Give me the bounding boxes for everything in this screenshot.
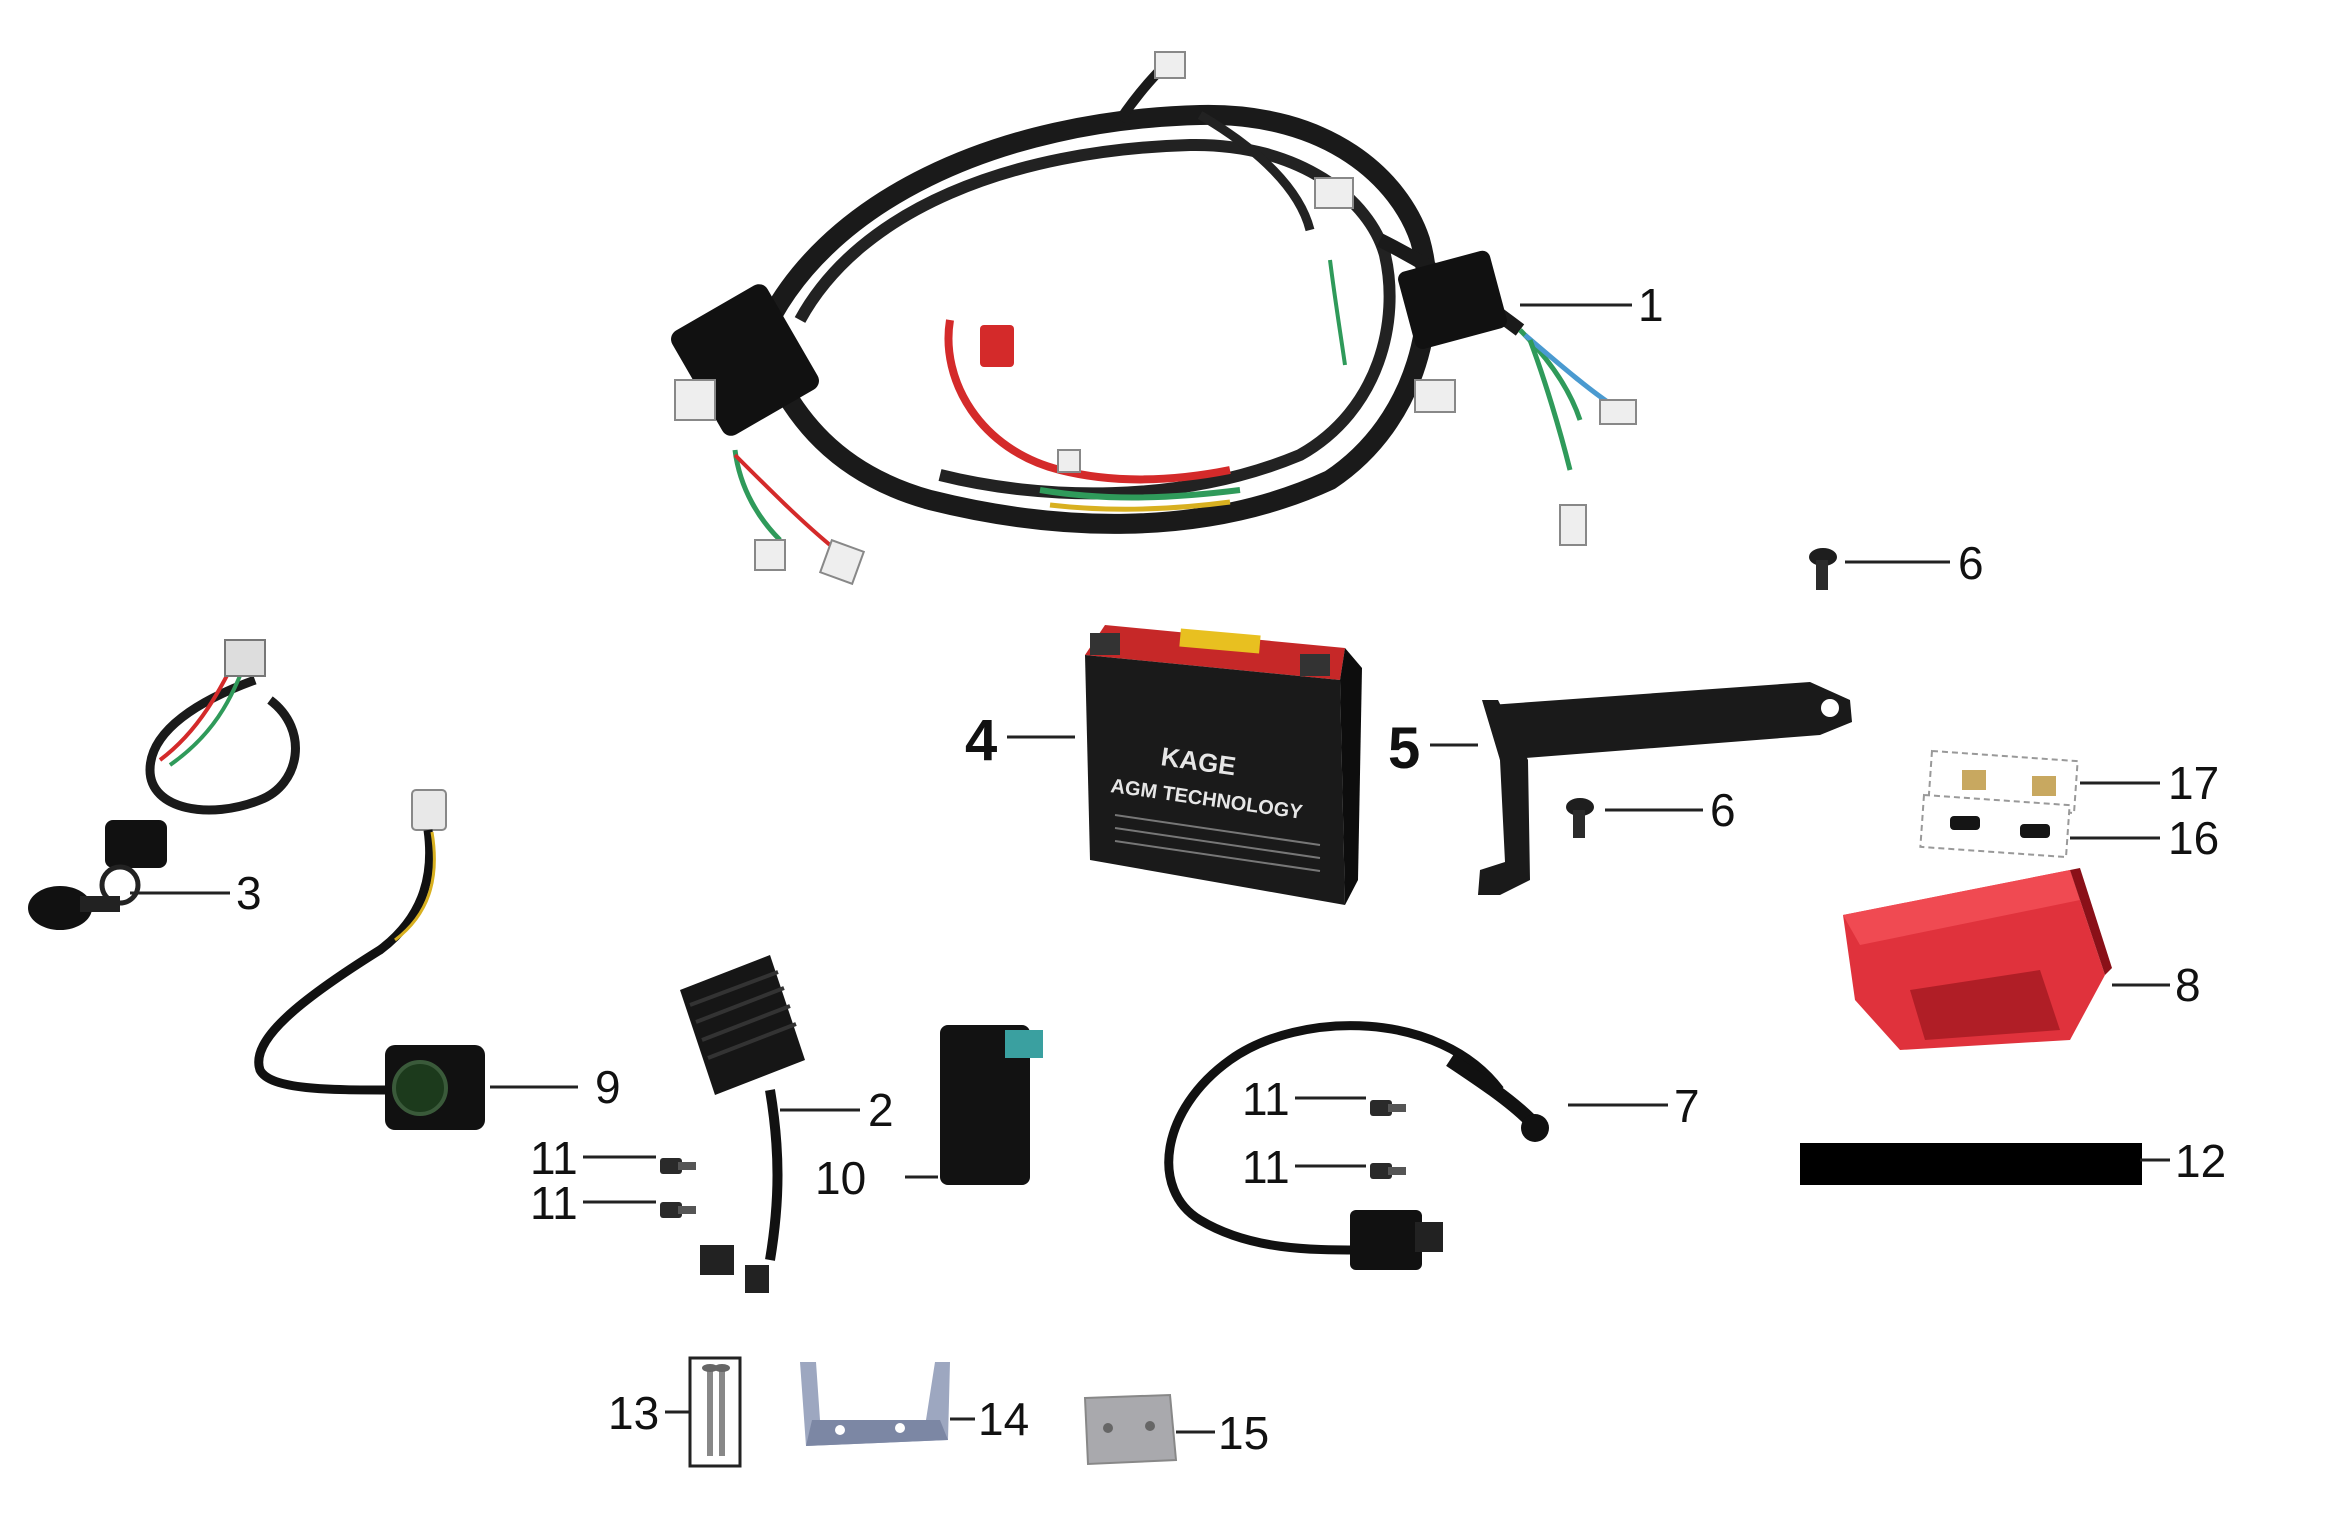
- callout-11-left-a: 11: [530, 1132, 578, 1184]
- screw-11-right-b: [1370, 1163, 1406, 1179]
- callout-7: 7: [1674, 1080, 1700, 1132]
- metal-plate: [1083, 1393, 1178, 1466]
- black-tape-strip: [1800, 1143, 2142, 1185]
- callout-16: 16: [2168, 812, 2220, 864]
- callout-11-right-a: 11: [1242, 1073, 1290, 1125]
- callout-8: 8: [2175, 959, 2201, 1011]
- callout-3: 3: [236, 867, 262, 919]
- ignition-switch: [28, 639, 300, 930]
- battery: KAGE AGM TECHNOLOGY: [1085, 625, 1362, 905]
- rivets: [688, 1356, 742, 1468]
- callout-2: 2: [868, 1084, 894, 1136]
- callout-5: 5: [1388, 716, 1421, 781]
- screw-11-left-a: [660, 1158, 696, 1174]
- screw-11-left-b: [660, 1202, 696, 1218]
- callout-12: 12: [2175, 1135, 2227, 1187]
- callout-11-left-b: 11: [530, 1177, 578, 1229]
- wiring-harness: [671, 51, 1637, 586]
- sensor-with-cable: [254, 789, 485, 1130]
- ignition-coil: [1164, 1021, 1549, 1270]
- callout-17: 17: [2168, 757, 2220, 809]
- bolt-6-middle: [1566, 798, 1594, 838]
- cdi-unit: [940, 1025, 1043, 1185]
- callout-1: 1: [1638, 279, 1664, 331]
- callout-6-middle: 6: [1710, 784, 1736, 836]
- callout-14: 14: [978, 1393, 1030, 1445]
- callout-13: 13: [608, 1387, 660, 1439]
- screw-11-right-a: [1370, 1100, 1406, 1116]
- callout-10: 10: [815, 1152, 867, 1204]
- callout-6-top: 6: [1958, 537, 1984, 589]
- bolt-6-top: [1809, 548, 1837, 590]
- leader-lines: [130, 303, 2170, 1434]
- callout-11-right-b: 11: [1242, 1141, 1290, 1193]
- callout-4: 4: [965, 708, 998, 773]
- tail-lamp: [1843, 868, 2112, 1050]
- regulator-rectifier: [680, 955, 805, 1293]
- battery-bracket: [1478, 682, 1852, 895]
- clip-nuts-16: [1919, 793, 2071, 859]
- callout-15: 15: [1218, 1407, 1270, 1459]
- callout-9: 9: [595, 1061, 621, 1113]
- u-bracket: [800, 1362, 950, 1446]
